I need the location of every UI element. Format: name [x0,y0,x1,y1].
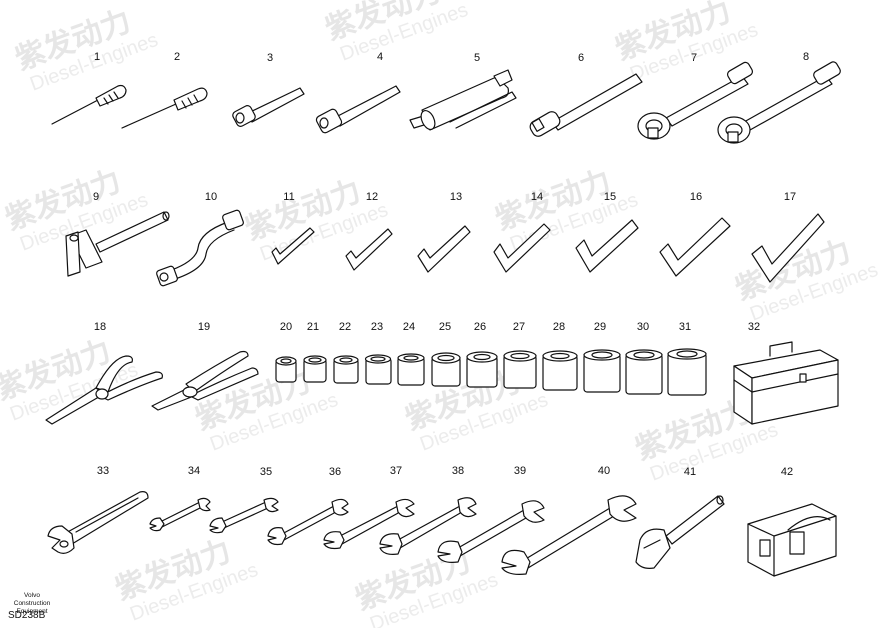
item-number-42: 42 [781,466,793,478]
socket-23-icon [364,354,392,385]
long-nose-pliers-icon [45,355,163,425]
item-number-14: 14 [531,191,543,203]
item-number-19: 19 [198,321,210,333]
item-number-10: 10 [205,191,217,203]
combination-pliers-icon [151,350,259,411]
hex-key-16-icon [659,217,731,277]
offset-box-wrench-icon [156,209,244,287]
open-end-wrench-39-icon [437,500,545,563]
item-number-25: 25 [439,321,451,333]
item-number-2: 2 [174,51,180,63]
hex-key-12-icon [345,228,393,271]
open-end-wrench-37-icon [323,498,415,550]
item-number-16: 16 [690,191,702,203]
sliding-t-handle-icon [409,69,517,131]
socket-28-icon [542,350,578,391]
item-number-34: 34 [188,465,200,477]
hex-key-13-icon [417,225,471,273]
screwdriver-small-icon [51,84,127,125]
drawing-code: SD238B [8,610,46,621]
socket-21-icon [303,355,327,383]
socket-24-icon [397,353,425,386]
item-number-32: 32 [748,321,760,333]
socket-30-icon [625,349,663,395]
item-number-24: 24 [403,321,415,333]
item-number-15: 15 [604,191,616,203]
socket-26-icon [466,351,498,388]
item-number-39: 39 [514,465,526,477]
item-number-6: 6 [578,52,584,64]
item-number-1: 1 [94,51,100,63]
item-number-22: 22 [339,321,351,333]
item-number-41: 41 [684,466,696,478]
item-number-28: 28 [553,321,565,333]
item-number-29: 29 [594,321,606,333]
item-number-26: 26 [474,321,486,333]
item-number-37: 37 [390,465,402,477]
item-number-11: 11 [283,191,294,203]
socket-22-icon [333,355,359,384]
item-number-3: 3 [267,52,273,64]
item-number-9: 9 [93,191,99,203]
ratchet-handle-small-icon [529,73,643,137]
socket-31-icon [667,348,707,396]
credit-line-2: Equipment [16,608,48,615]
item-number-27: 27 [513,321,525,333]
open-end-wrench-40-icon [501,495,637,575]
t-wrench-icon [65,211,170,277]
hex-key-14-icon [493,223,551,273]
hex-key-15-icon [575,219,639,273]
item-number-38: 38 [452,465,464,477]
item-number-20: 20 [280,321,292,333]
open-end-wrench-38-icon [379,497,477,555]
socket-25-icon [431,352,461,387]
item-number-13: 13 [450,191,462,203]
item-number-8: 8 [803,51,809,63]
item-number-31: 31 [679,321,691,333]
item-number-17: 17 [784,191,796,203]
item-number-36: 36 [329,466,341,478]
item-number-23: 23 [371,321,383,333]
socket-27-icon [503,350,537,389]
item-number-40: 40 [598,465,610,477]
ratchet-large-icon [717,61,841,144]
adjustable-wrench-icon [47,491,149,554]
screwdriver-icon [121,87,208,129]
pipe-wrench-icon [635,495,725,569]
item-number-18: 18 [94,321,106,333]
open-end-wrench-36-icon [267,498,349,546]
hex-key-11-icon [271,227,315,265]
ratchet-icon [637,61,754,140]
item-number-4: 4 [377,51,383,63]
item-number-35: 35 [260,466,272,478]
item-number-5: 5 [474,52,480,64]
extension-bar-long-icon [315,85,401,134]
credit-line-1: Volvo Construction [13,592,51,607]
open-end-wrench-34-icon [149,497,211,532]
tool-box-icon [733,341,839,425]
socket-20-icon [275,356,297,383]
open-end-wrench-35-icon [209,497,279,534]
tool-bag-icon [747,503,837,577]
hex-key-17-icon [751,213,825,283]
item-number-12: 12 [366,191,378,203]
item-number-30: 30 [637,321,649,333]
item-number-7: 7 [691,52,697,64]
item-number-labels: 1 2 3 4 5 6 7 8 9 10 11 12 13 14 15 16 1… [93,51,809,478]
item-number-21: 21 [307,321,319,333]
item-number-33: 33 [97,465,109,477]
extension-bar-short-icon [232,87,305,127]
manufacturer-credit: Volvo Construction Equipment [8,592,56,616]
socket-29-icon [583,349,621,393]
